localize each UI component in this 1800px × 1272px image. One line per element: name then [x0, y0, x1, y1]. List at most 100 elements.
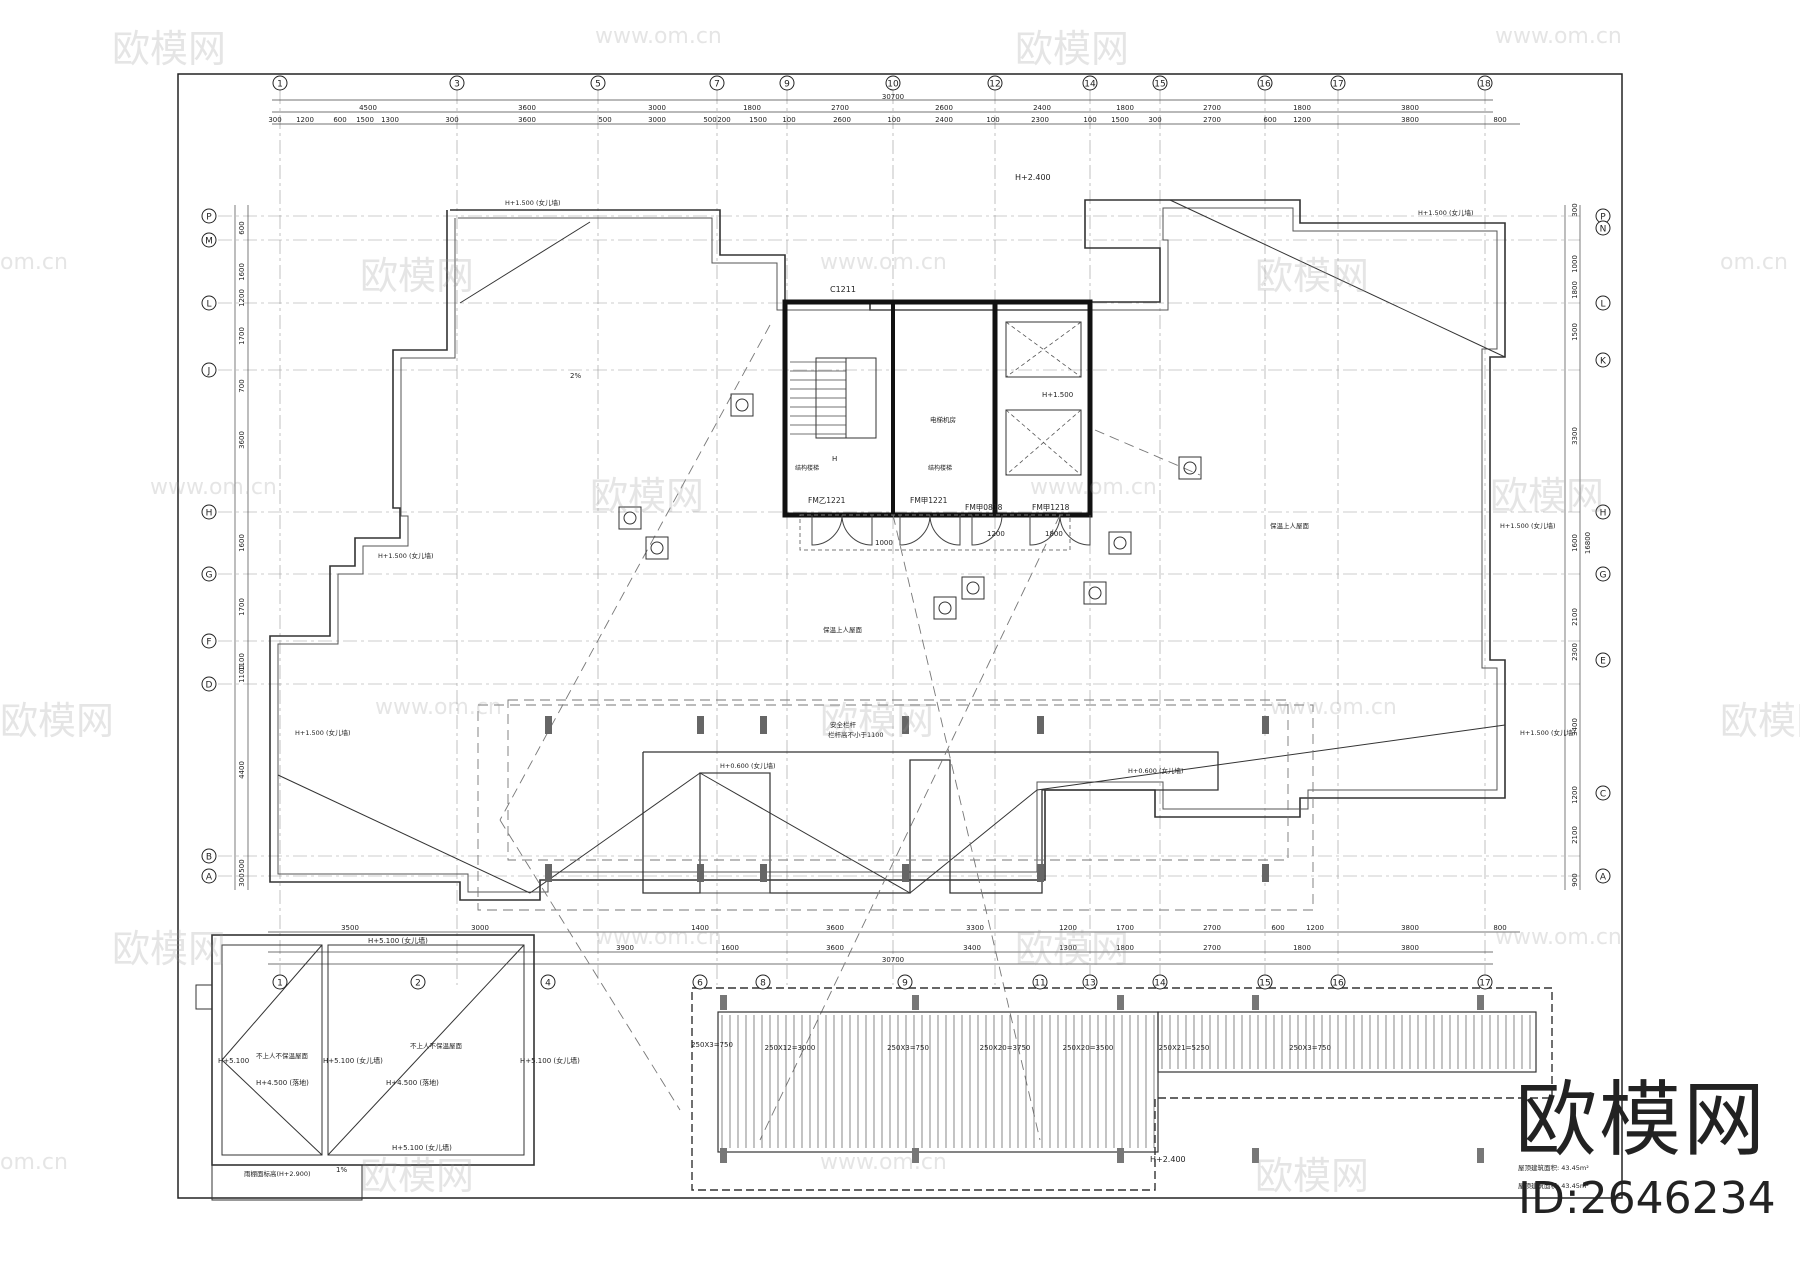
label-annex-h5100-b: H+5.100: [218, 1057, 249, 1065]
label-elev-h0600-a: H+0.600 (女儿墙): [720, 761, 776, 770]
dim-top-row2: 1200: [1293, 116, 1311, 124]
dim-top-row1: 3000: [648, 104, 666, 112]
dim-bottom-row1: 1200: [1059, 924, 1077, 932]
roof-vent: [1083, 581, 1107, 605]
axis-bubble-top-circle: [1477, 75, 1493, 91]
axis-bubble-left-circle: [201, 504, 217, 520]
dim-bottom-row1: 800: [1493, 924, 1506, 932]
canopy-structure: [691, 987, 1553, 1191]
axis-bubble-top-circle: [987, 75, 1003, 91]
dimension-lines: [234, 99, 1581, 965]
dim-bottom-total: 30700: [882, 956, 904, 964]
dim-bottom-row2: 1600: [721, 944, 739, 952]
dim-bottom-row2: 3900: [616, 944, 634, 952]
label-elev-h1500-b: H+1.500 (女儿墙): [1418, 208, 1474, 217]
dim-top-row2: 100: [1083, 116, 1096, 124]
axis-bubble-right-label: P: [1600, 213, 1606, 223]
axis-bubble-top-circle: [272, 75, 288, 91]
label-dim-1200: 1200: [987, 530, 1005, 538]
dim-top-row2: 100: [986, 116, 999, 124]
axis-bubble-left-circle: [201, 362, 217, 378]
roof-vent-inner: [623, 511, 637, 525]
label-annex-h5100-c: H+5.100 (女儿墙): [323, 1056, 383, 1065]
dim-top-row2: 2600: [833, 116, 851, 124]
stair-lines: [790, 361, 846, 435]
axis-bubble-top-circle: [709, 75, 725, 91]
dim-left: 1700: [238, 598, 246, 616]
dim-right: 3400: [1571, 718, 1579, 736]
dim-right: 1600: [1571, 534, 1579, 552]
dim-top-row2: 2700: [1203, 116, 1221, 124]
axis-bubble-bottom-label: 16: [1332, 979, 1344, 989]
axis-bubble-left-circle: [201, 848, 217, 864]
label-elev-h1500-e: H+1.500 (女儿墙): [295, 728, 351, 737]
column: [1262, 716, 1269, 734]
axis-bubble-right-label: E: [1600, 657, 1606, 667]
dim-top-row2: 100: [887, 116, 900, 124]
label-elev-h1500-c: H+1.500 (女儿墙): [378, 551, 434, 560]
dim-right: 1500: [1571, 323, 1579, 341]
column: [902, 716, 909, 734]
axis-bubble-top-label: 3: [454, 80, 460, 90]
column: [1037, 864, 1044, 882]
dim-top-row2: 200: [717, 116, 730, 124]
roof-vent: [645, 536, 669, 560]
dim-bottom-row2: 2700: [1203, 944, 1221, 952]
axis-bubble-bottom-circle: [1257, 974, 1273, 990]
label-door-fm1218: FM甲1218: [1032, 503, 1070, 512]
roof-vent: [1108, 531, 1132, 555]
axis-bubble-bottom-label: 13: [1084, 979, 1095, 989]
label-area-1: 屋顶建筑面积: 43.45m²: [1518, 1163, 1589, 1172]
axis-bubble-top-label: 14: [1084, 80, 1096, 90]
dim-bottom-row2: 3800: [1401, 944, 1419, 952]
dim-right: 2100: [1571, 826, 1579, 844]
axis-bubble-left-label: L: [206, 300, 211, 310]
canopy-dim: 250X3=750: [691, 1041, 733, 1049]
axis-bubble-left-circle: [201, 208, 217, 224]
roof-vent: [1178, 456, 1202, 480]
axis-bubble-right-circle: [1595, 220, 1611, 236]
dim-top-row2: 1500: [356, 116, 374, 124]
label-annex-slope: 1%: [336, 1166, 347, 1174]
axis-bubble-left-circle: [201, 566, 217, 582]
canopy-column: [720, 995, 727, 1010]
axis-bubble-bottom-label: 2: [415, 979, 421, 989]
label-dim-1800: 1800: [1045, 530, 1063, 538]
axis-bubble-left-circle: [201, 676, 217, 692]
label-annex-h4500-b: H+4.500 (落地): [386, 1078, 439, 1087]
label-annex-note: 雨棚面标高(H+2.900): [244, 1169, 311, 1178]
axis-bubble-top-label: 16: [1259, 80, 1271, 90]
dim-top-row1: 1800: [1116, 104, 1134, 112]
roof-vent: [618, 506, 642, 530]
canopy-dim: 250X3=750: [887, 1044, 929, 1052]
dim-top-row2: 2300: [1031, 116, 1049, 124]
axis-bubble-left-label: P: [206, 213, 212, 223]
axis-bubble-top-label: 9: [784, 80, 790, 90]
axis-bubble-bottom-circle: [755, 974, 771, 990]
label-roof-b: 保温上人屋面: [823, 625, 863, 634]
roof-vent-inner: [650, 541, 664, 555]
roof-vent: [730, 393, 754, 417]
dim-left: 1600: [238, 263, 246, 281]
dim-bottom-row1: 3800: [1401, 924, 1419, 932]
axis-bubble-bottom-circle: [1032, 974, 1048, 990]
label-stair-note-b: 结构楼梯: [928, 464, 952, 472]
dim-left: 500: [238, 859, 246, 872]
label-elev-h1500-f: H+1.500 (女儿墙): [1520, 728, 1576, 737]
roof-vent-inner: [966, 581, 980, 595]
canopy-column: [1477, 1148, 1484, 1163]
dim-top-row2: 2400: [935, 116, 953, 124]
axis-bubble-top-label: 12: [989, 80, 1000, 90]
label-door-fm0818: FM甲0818: [965, 503, 1003, 512]
column: [545, 716, 552, 734]
dim-bottom-row1: 3300: [966, 924, 984, 932]
dim-top-row2: 100: [782, 116, 795, 124]
label-elev-h2400: H+2.400: [1015, 173, 1051, 182]
column: [1037, 716, 1044, 734]
axis-bubble-left-label: D: [206, 681, 213, 691]
label-stair-note-a: 结构楼梯: [795, 464, 819, 472]
axis-bubble-left-label: H: [206, 509, 213, 519]
axis-bubble-bottom-label: 17: [1479, 979, 1490, 989]
label-safety-rail: 安全栏杆: [830, 720, 857, 729]
